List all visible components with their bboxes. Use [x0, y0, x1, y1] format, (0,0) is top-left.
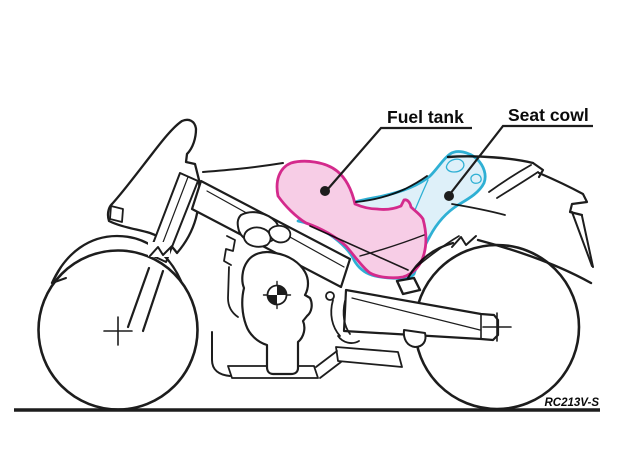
front-fork	[126, 172, 199, 333]
callouts	[320, 124, 593, 201]
underbody-exhaust	[211, 331, 403, 379]
seat-cowl-label: Seat cowl	[508, 105, 589, 125]
fuel-tank-callout	[320, 126, 472, 196]
fuel-tank-leader-dot	[320, 186, 330, 196]
seat-cowl-leader-line	[449, 124, 593, 195]
highlight-regions	[275, 150, 487, 280]
balance-mark-icon	[262, 280, 292, 310]
fuel-tank-leader-line	[326, 126, 472, 191]
fuel-tank-label: Fuel tank	[387, 107, 464, 127]
rear-axle-cross-icon	[482, 312, 512, 342]
front-axle-cross-icon	[103, 316, 133, 346]
footpeg-bracket	[395, 276, 422, 296]
swingarm	[342, 288, 500, 348]
seat-cowl-callout	[444, 124, 593, 201]
front-fender	[50, 234, 183, 285]
model-code-label: RC213V-S	[544, 397, 599, 409]
engine	[223, 224, 360, 376]
seat-cowl-leader-dot	[444, 191, 454, 201]
motorcycle-line-art	[14, 118, 600, 412]
